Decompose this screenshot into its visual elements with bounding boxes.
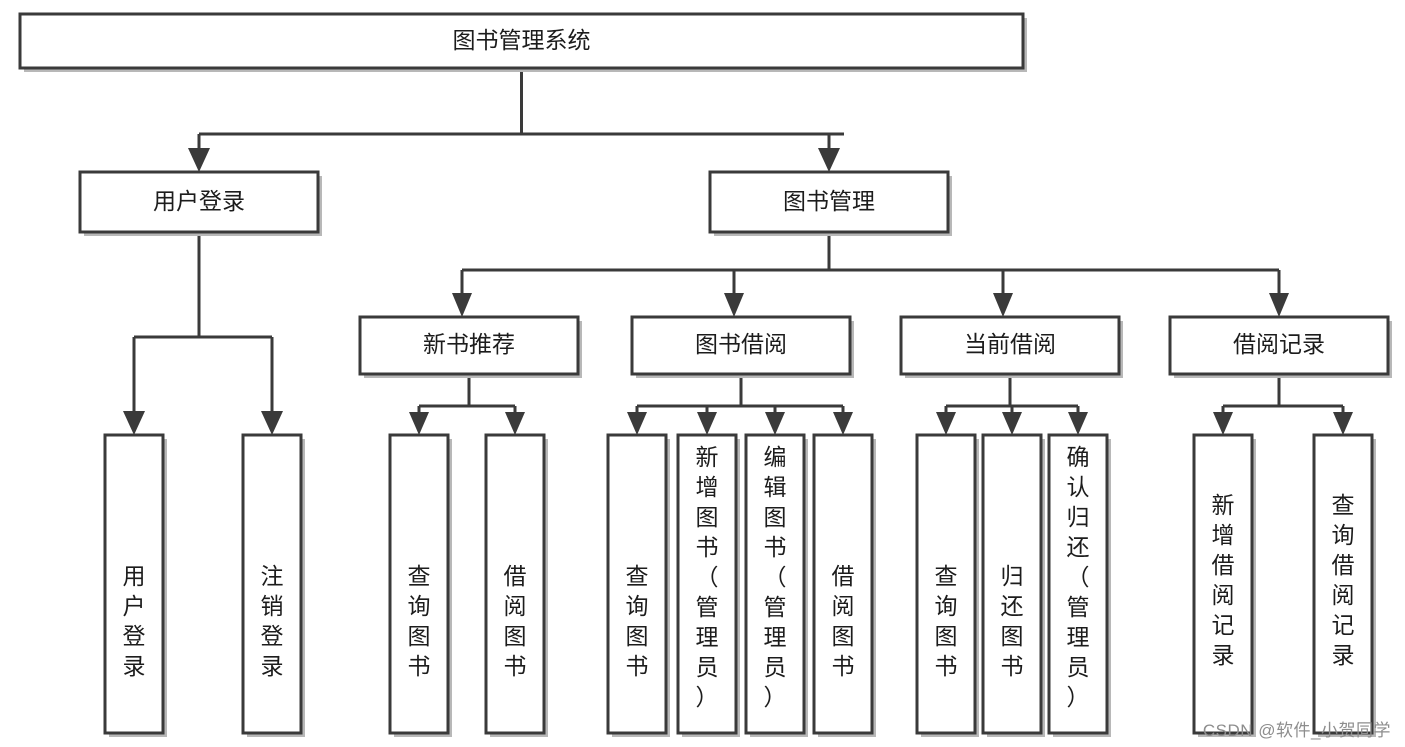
node-leaf-return-book[interactable]: 归还图书 xyxy=(981,433,1045,737)
node-leaf-confirm-return[interactable]: 确认归还（管理员） xyxy=(1047,433,1111,737)
arrowhead-leaf-query-borrow-record xyxy=(1333,412,1353,435)
node-current-borrow[interactable]: 当前借阅 xyxy=(899,315,1123,378)
node-leaf-query-book-current-label: 查询图书 xyxy=(935,563,958,679)
node-leaf-add-borrow-record-label: 新增借阅记录 xyxy=(1212,492,1235,668)
node-leaf-query-book-borrow-label: 查询图书 xyxy=(626,563,649,679)
node-leaf-logout-label: 注销登录 xyxy=(261,563,284,679)
csdn-watermark: CSDN @软件_小贺同学 xyxy=(1202,721,1391,740)
node-leaf-add-book-label: 新增图书（管理员） xyxy=(696,444,719,710)
node-book-borrow-box[interactable] xyxy=(630,315,852,376)
node-leaf-edit-book[interactable]: 编辑图书（管理员） xyxy=(744,433,808,737)
node-book-management-label: 图书管理 xyxy=(783,188,875,214)
arrowhead-leaf-return-book xyxy=(1002,412,1022,435)
node-book-management-box[interactable] xyxy=(708,170,950,234)
arrowhead-leaf-query-book-recommend xyxy=(409,412,429,435)
node-current-borrow-label: 当前借阅 xyxy=(964,331,1056,357)
node-leaf-query-book-borrow[interactable]: 查询图书 xyxy=(606,433,670,737)
node-leaf-add-borrow-record[interactable]: 新增借阅记录 xyxy=(1192,433,1256,737)
node-leaf-query-book-borrow-box[interactable] xyxy=(606,433,668,735)
arrowhead-leaf-user-login xyxy=(123,411,145,435)
node-root-label: 图书管理系统 xyxy=(453,27,591,53)
node-leaf-borrow-book-recommend-box[interactable] xyxy=(484,433,546,735)
node-leaf-confirm-return-box[interactable] xyxy=(1047,433,1109,735)
node-leaf-return-book-box[interactable] xyxy=(981,433,1043,735)
node-book-borrow[interactable]: 图书借阅 xyxy=(630,315,854,378)
arrowhead-leaf-borrow-book-recommend xyxy=(505,412,525,435)
arrowhead-user-login xyxy=(188,148,210,172)
node-book-borrow-label: 图书借阅 xyxy=(695,331,787,357)
node-book-management[interactable]: 图书管理 xyxy=(708,170,952,236)
node-new-book-recommend[interactable]: 新书推荐 xyxy=(358,315,582,378)
node-new-book-recommend-label: 新书推荐 xyxy=(423,331,515,357)
arrowhead-layer xyxy=(123,148,1353,435)
node-leaf-edit-book-label: 编辑图书（管理员） xyxy=(764,444,787,710)
node-leaf-user-login[interactable]: 用户登录 xyxy=(103,433,167,737)
node-leaf-query-book-recommend-label: 查询图书 xyxy=(408,563,431,679)
arrowhead-leaf-edit-book xyxy=(765,412,785,435)
arrowhead-book-management xyxy=(818,148,840,172)
node-leaf-borrow-book-recommend[interactable]: 借阅图书 xyxy=(484,433,548,737)
node-leaf-borrow-book-label: 借阅图书 xyxy=(832,563,855,679)
connector-layer xyxy=(132,68,1345,412)
node-leaf-user-login-label: 用户登录 xyxy=(123,563,146,679)
node-root[interactable]: 图书管理系统 xyxy=(18,12,1027,72)
node-current-borrow-box[interactable] xyxy=(899,315,1121,376)
arrowhead-leaf-query-book-borrow xyxy=(627,412,647,435)
arrowhead-leaf-add-book xyxy=(697,412,717,435)
node-leaf-borrow-book[interactable]: 借阅图书 xyxy=(812,433,876,737)
arrowhead-borrow-record xyxy=(1269,293,1289,317)
arrowhead-leaf-borrow-book xyxy=(833,412,853,435)
node-leaf-borrow-book-recommend-label: 借阅图书 xyxy=(504,563,527,679)
arrowhead-new-book-recommend xyxy=(452,293,472,317)
node-leaf-query-borrow-record-label: 查询借阅记录 xyxy=(1332,492,1355,668)
node-leaf-borrow-book-box[interactable] xyxy=(812,433,874,735)
node-leaf-logout-box[interactable] xyxy=(241,433,303,735)
node-new-book-recommend-box[interactable] xyxy=(358,315,580,376)
node-leaf-logout[interactable]: 注销登录 xyxy=(241,433,305,737)
arrowhead-current-borrow xyxy=(993,293,1013,317)
node-leaf-query-book-recommend[interactable]: 查询图书 xyxy=(388,433,452,737)
node-borrow-record-label: 借阅记录 xyxy=(1233,331,1325,357)
node-user-login-box[interactable] xyxy=(78,170,320,234)
node-leaf-edit-book-box[interactable] xyxy=(744,433,806,735)
node-leaf-query-book-recommend-box[interactable] xyxy=(388,433,450,735)
node-borrow-record[interactable]: 借阅记录 xyxy=(1168,315,1392,378)
node-leaf-return-book-label: 归还图书 xyxy=(1001,563,1024,679)
node-leaf-add-borrow-record-box[interactable] xyxy=(1192,433,1254,735)
node-leaf-query-borrow-record[interactable]: 查询借阅记录 xyxy=(1312,433,1376,737)
node-root-box[interactable] xyxy=(18,12,1025,70)
arrowhead-leaf-confirm-return xyxy=(1068,412,1088,435)
arrowhead-book-borrow xyxy=(724,293,744,317)
arrowhead-leaf-add-borrow-record xyxy=(1213,412,1233,435)
node-user-login-label: 用户登录 xyxy=(153,188,245,214)
node-user-login[interactable]: 用户登录 xyxy=(78,170,322,236)
node-leaf-query-book-current[interactable]: 查询图书 xyxy=(915,433,979,737)
node-leaf-query-book-current-box[interactable] xyxy=(915,433,977,735)
node-leaf-query-borrow-record-box[interactable] xyxy=(1312,433,1374,735)
arrowhead-leaf-query-book-current xyxy=(936,412,956,435)
node-leaf-user-login-box[interactable] xyxy=(103,433,165,735)
node-leaf-add-book[interactable]: 新增图书（管理员） xyxy=(676,433,740,737)
node-layer: 图书管理系统 用户登录 图书管理 新书推荐 xyxy=(18,12,1392,737)
node-leaf-add-book-box[interactable] xyxy=(676,433,738,735)
arrowhead-leaf-logout xyxy=(261,411,283,435)
node-leaf-confirm-return-label: 确认归还（管理员） xyxy=(1067,444,1090,710)
node-borrow-record-box[interactable] xyxy=(1168,315,1390,376)
